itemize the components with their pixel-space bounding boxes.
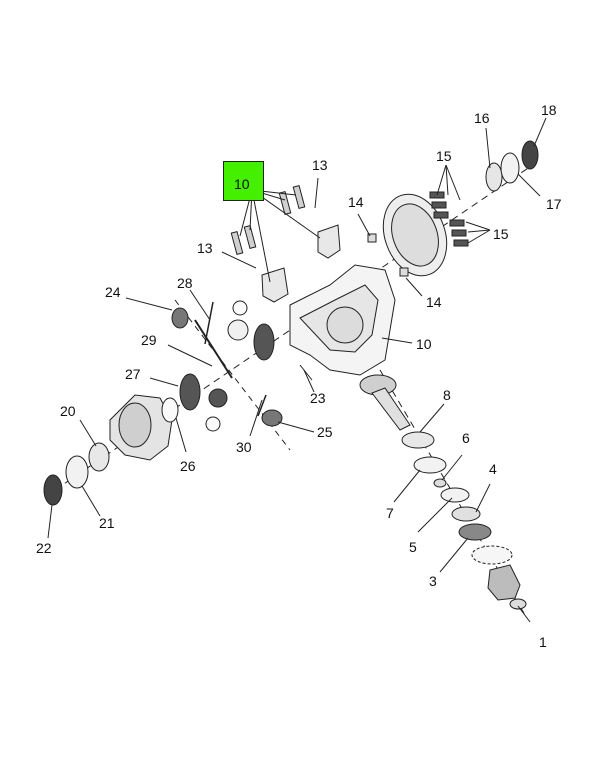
collapsible-spacer [433,478,447,488]
callout-15-bottom[interactable]: 15 [493,226,509,242]
callout-5[interactable]: 5 [409,539,417,555]
side-gear-left [179,373,201,411]
callout-6[interactable]: 6 [462,430,470,446]
right-bearing-cone [485,162,503,192]
callout-16[interactable]: 16 [474,110,490,126]
callout-8[interactable]: 8 [443,387,451,403]
callout-10[interactable]: 10 [416,336,432,352]
pinion-outer-bearing [451,506,481,522]
cross-shaft [194,319,233,379]
callout-10-highlight-label: 10 [234,176,250,192]
callout-3[interactable]: 3 [429,573,437,589]
callout-21[interactable]: 21 [99,515,115,531]
pinion-yoke [487,564,521,601]
callout-28[interactable]: 28 [177,275,193,291]
right-adjuster-nut [521,140,539,170]
callout-24[interactable]: 24 [105,284,121,300]
pinion-cup [413,456,447,474]
callout-23[interactable]: 23 [310,390,326,406]
callout-14-bottom[interactable]: 14 [426,294,442,310]
ring-gear [382,193,448,277]
cover-pin [299,364,313,381]
deflector [471,545,513,565]
bearing-cap-lower [261,267,289,303]
callout-1[interactable]: 1 [539,634,547,650]
pinion-gear [359,374,411,431]
callout-26[interactable]: 26 [180,458,196,474]
carrier-housing [289,264,396,376]
left-adjuster-nut [43,474,63,506]
lock-pin [204,301,214,345]
thrust-washer-left [161,397,179,423]
callout-30[interactable]: 30 [236,439,252,455]
pinion-seal [458,523,492,541]
bearing-cap-upper [317,224,341,259]
callout-4[interactable]: 4 [489,461,497,477]
highlighted-callout-10[interactable]: 10 [223,161,264,201]
shaft-pin [257,394,267,417]
callout-29[interactable]: 29 [141,332,157,348]
plug-upper [367,233,377,243]
pinion-nut [509,598,527,610]
right-bearing-cup [500,152,520,184]
callout-18[interactable]: 18 [541,102,557,118]
callout-13-left[interactable]: 13 [197,240,213,256]
side-gear-right [253,323,275,361]
callout-20[interactable]: 20 [60,403,76,419]
left-bearing-cup [65,455,89,489]
spider-gear-24 [171,307,189,329]
callout-25[interactable]: 25 [317,424,333,440]
callout-15-top[interactable]: 15 [436,148,452,164]
mate-washer-lower [205,416,221,432]
callout-13-top[interactable]: 13 [312,157,328,173]
pinion-mate-lower [208,388,228,408]
callout-14-top[interactable]: 14 [348,194,364,210]
callout-27[interactable]: 27 [125,366,141,382]
pinion-mate-upper [227,319,249,341]
plug-lower [399,267,409,277]
callout-7[interactable]: 7 [386,505,394,521]
callout-17[interactable]: 17 [546,196,562,212]
cap-bolts [230,184,306,256]
pinion-outer-cup [440,487,470,503]
callout-22[interactable]: 22 [36,540,52,556]
pinion-bearing-inner [401,431,435,449]
left-bearing-cone [88,442,110,472]
mate-washer-upper [232,300,248,316]
spider-gear-25 [261,409,283,427]
differential-case [109,394,173,461]
